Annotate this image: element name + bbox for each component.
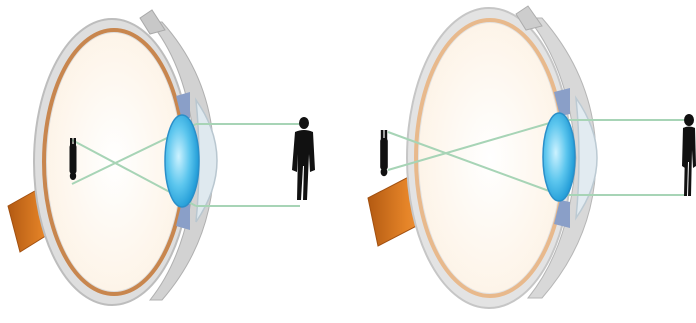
- cornea: [576, 98, 597, 218]
- inverted-person-image-icon: [380, 130, 388, 176]
- lens: [543, 113, 575, 201]
- vitreous-body: [419, 23, 561, 293]
- person-silhouette-icon: [682, 114, 696, 196]
- right-eye-panel: [368, 6, 696, 308]
- inverted-person-image-icon: [70, 138, 77, 180]
- left-eye-panel: [8, 10, 315, 305]
- lens: [165, 115, 199, 207]
- person-silhouette-icon: [292, 117, 315, 200]
